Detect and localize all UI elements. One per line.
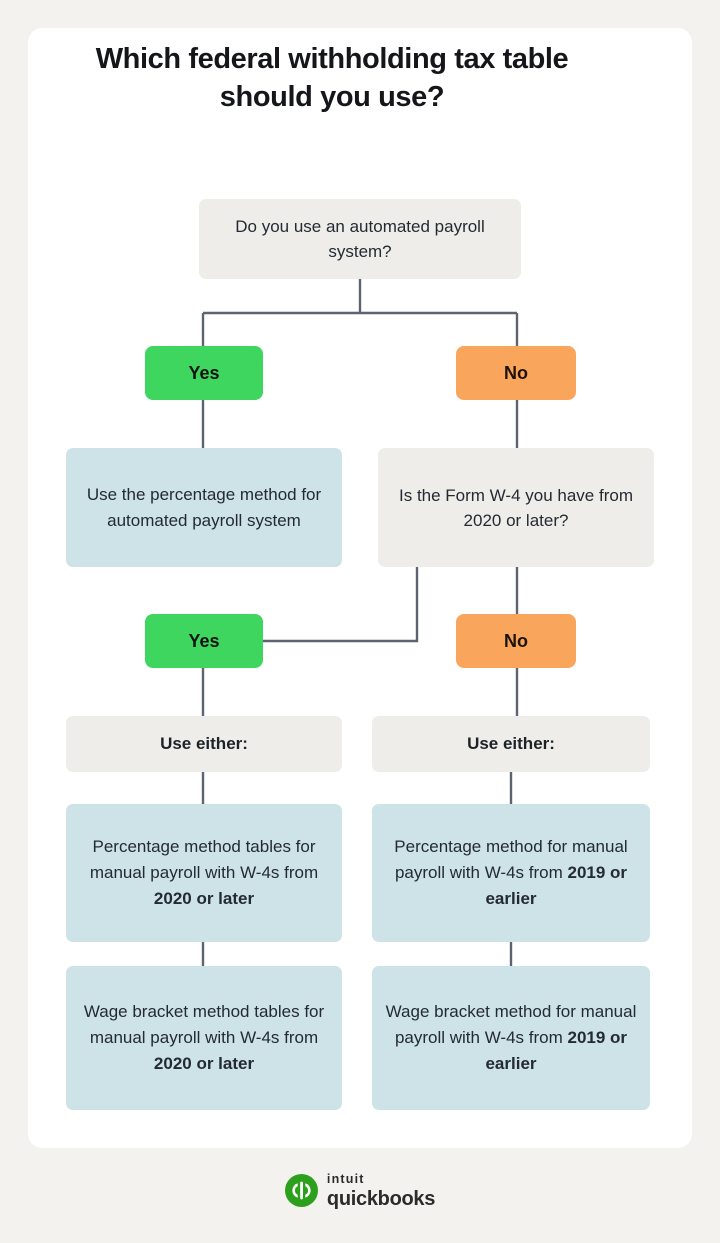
question-automated-payroll[interactable]: Do you use an automated payroll system? [199, 199, 521, 279]
result-percentage-manual-2020[interactable]: Percentage method tables for manual payr… [66, 804, 342, 942]
answer-yes-automated-payroll-label: Yes [188, 362, 220, 383]
result-wage-bracket-manual-2019[interactable]: Wage bracket method for manual payroll w… [372, 966, 650, 1110]
use-either-right-label: Use either: [467, 734, 555, 753]
result-wage-bracket-manual-2019-emphasis: 2019 or earlier [485, 1028, 628, 1073]
question-form-w4-year-label: Is the Form W-4 you have from 2020 or la… [399, 485, 633, 530]
result-wage-bracket-manual-2020[interactable]: Wage bracket method tables for manual pa… [66, 966, 342, 1110]
answer-no-w4-2020-or-later[interactable]: No [456, 614, 576, 668]
answer-yes-w4-2020-or-later[interactable]: Yes [145, 614, 263, 668]
answer-no-w4-2020-or-later-label: No [504, 630, 528, 651]
logo-wordmark: intuit quickbooks [327, 1173, 435, 1209]
answer-yes-automated-payroll[interactable]: Yes [145, 346, 263, 400]
logo-quickbooks-text: quickbooks [326, 1187, 436, 1210]
use-either-right: Use either: [372, 716, 650, 772]
page-title: Which federal withholding tax table shou… [95, 43, 569, 113]
result-percentage-manual-2019-emphasis: 2019 or earlier [485, 863, 628, 908]
result-percentage-automated[interactable]: Use the percentage method for automated … [66, 448, 342, 567]
answer-no-automated-payroll[interactable]: No [456, 346, 576, 400]
answer-yes-w4-2020-or-later-label: Yes [188, 630, 220, 651]
answer-no-automated-payroll-label: No [504, 362, 528, 383]
question-form-w4-year[interactable]: Is the Form W-4 you have from 2020 or la… [378, 448, 654, 567]
result-wage-bracket-manual-2019-label: Wage bracket method for manual payroll w… [385, 1002, 637, 1073]
result-percentage-automated-label: Use the percentage method for automated … [86, 484, 322, 530]
question-automated-payroll-label: Do you use an automated payroll system? [235, 217, 485, 261]
logo-intuit-text: intuit [326, 1172, 365, 1186]
result-wage-bracket-manual-2020-label: Wage bracket method tables for manual pa… [83, 1002, 325, 1073]
qb-circle-icon [284, 1174, 318, 1208]
result-percentage-manual-2019-label: Percentage method for manual payroll wit… [394, 837, 628, 908]
intuit-quickbooks-logo: intuit quickbooks [0, 1173, 720, 1209]
use-either-left-label: Use either: [160, 734, 248, 753]
result-percentage-manual-2020-emphasis: 2020 or later [153, 889, 255, 908]
result-percentage-manual-2019[interactable]: Percentage method for manual payroll wit… [372, 804, 650, 942]
use-either-left: Use either: [66, 716, 342, 772]
result-wage-bracket-manual-2020-emphasis: 2020 or later [153, 1054, 255, 1073]
result-percentage-manual-2020-label: Percentage method tables for manual payr… [89, 837, 319, 908]
